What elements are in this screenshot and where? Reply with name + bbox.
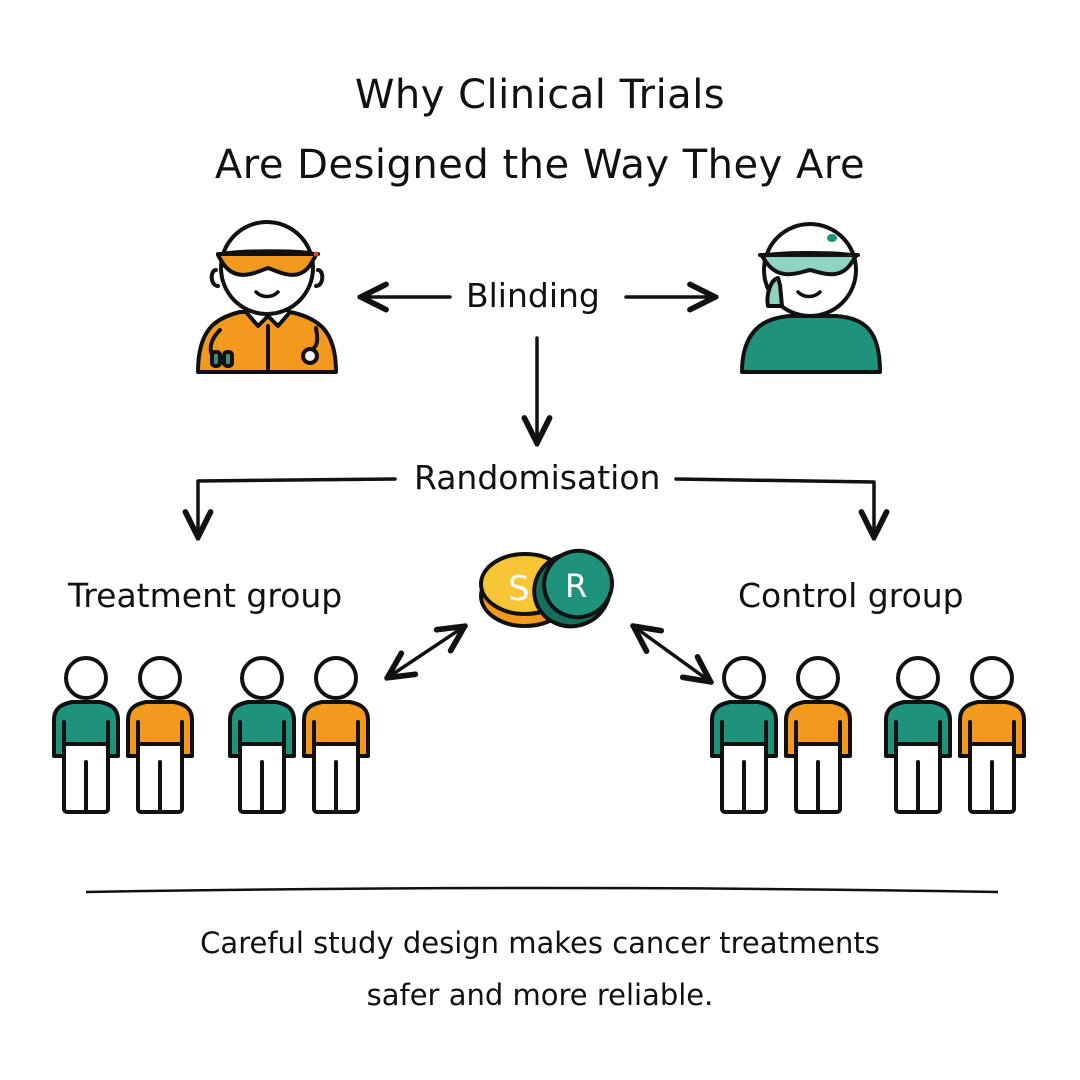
coin-back-letter: S [508,569,530,609]
randomisation-branches [198,477,874,680]
footer-divider [85,886,999,894]
coin-front-letter: R [565,567,587,605]
treatment-group-label: Treatment group [68,576,343,615]
coin-to-treatment-arrow [390,628,462,676]
treatment-person [228,656,296,814]
blinding-label: Blinding [460,276,606,315]
title-line-1: Why Clinical Trials [354,72,726,118]
patient-icon [740,222,882,374]
title-line-2: Are Designed the Way They Are [214,142,866,188]
treatment-person [52,656,120,814]
control-person [884,656,952,814]
doctor-icon [196,220,338,374]
treatment-person [126,656,194,814]
blinding-arrows [364,297,712,440]
control-person [958,656,1026,814]
branch-to-control [674,477,874,534]
randomisation-label: Randomisation [408,458,667,497]
control-person [784,656,852,814]
control-person [710,656,778,814]
footer-line-2: safer and more reliable. [366,978,714,1012]
branch-to-treatment [198,477,397,534]
control-group-label: Control group [738,576,964,615]
coin-to-control-arrow [636,628,708,680]
treatment-person [302,656,370,814]
footer-line-1: Careful study design makes cancer treatm… [200,926,880,960]
coin-icon: S R [479,548,614,629]
people-groups [52,656,1026,814]
